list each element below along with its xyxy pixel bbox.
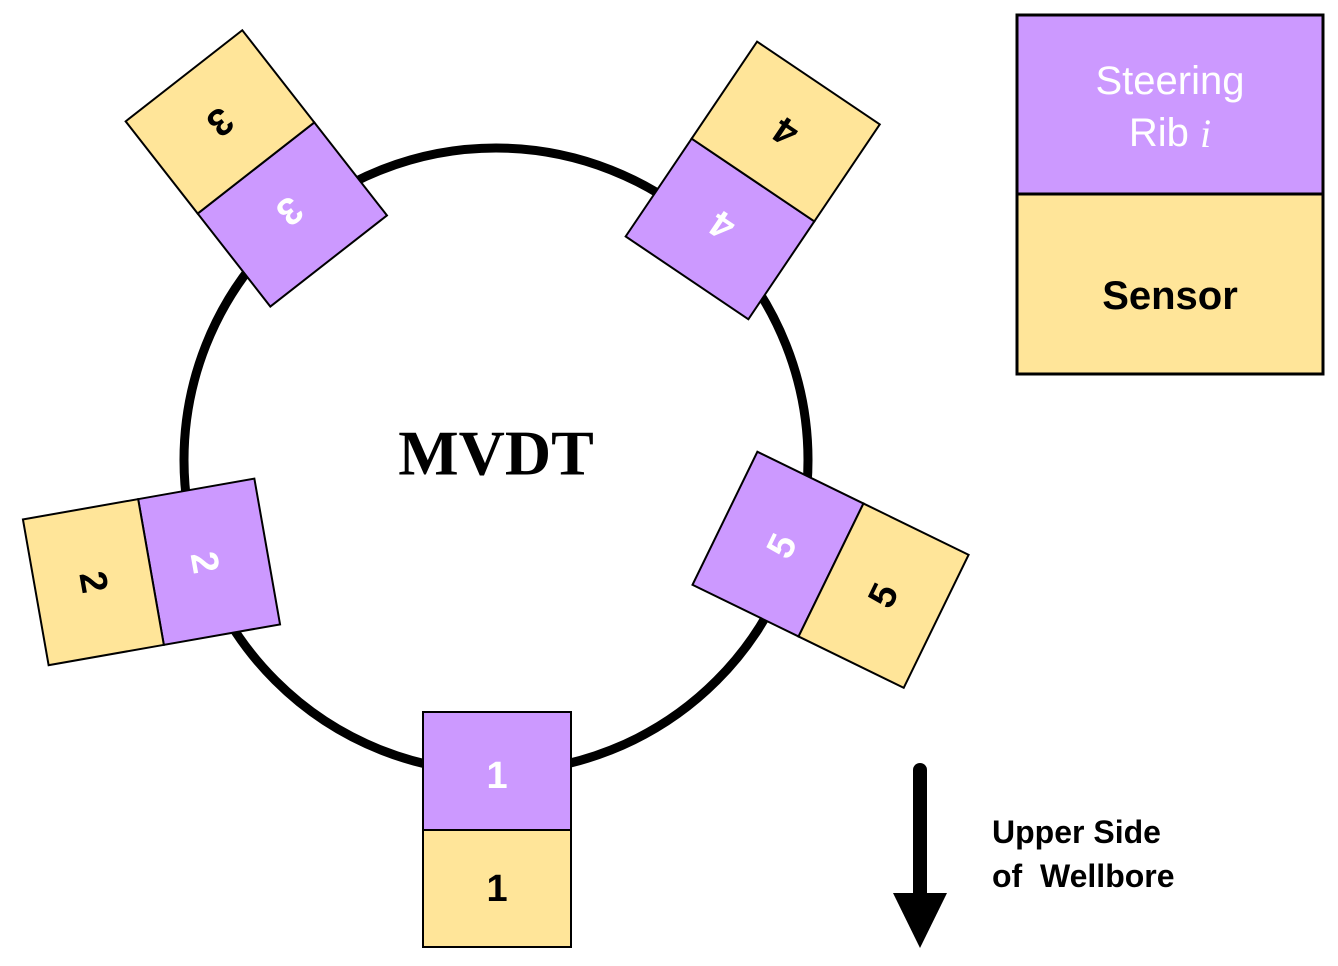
arrow-label-line1: Upper Side <box>992 814 1161 850</box>
legend: Steering Rib i Sensor <box>1015 13 1325 376</box>
sensor-2-box <box>21 497 166 667</box>
sensor-4-box <box>690 40 882 223</box>
legend-rib-line1: Steering <box>1096 59 1245 103</box>
legend-rib-swatch <box>1015 13 1325 196</box>
legend-sensor-label: Sensor <box>1102 274 1238 318</box>
legend-rib-line2: Rib i <box>1129 111 1211 156</box>
rib-2-group: 2 2 <box>21 477 282 667</box>
sensor-1-label: 1 <box>486 868 507 910</box>
center-label: MVDT <box>398 418 594 489</box>
rib-1-label: 1 <box>486 755 507 797</box>
rib-4-group: 4 4 <box>624 40 882 321</box>
legend-sensor-swatch <box>1015 192 1325 376</box>
legend-rib-word: Rib <box>1129 111 1200 155</box>
sensor-3-box <box>124 28 316 215</box>
rib-3-group: 3 3 <box>124 28 389 308</box>
legend-rib-index: i <box>1200 111 1211 156</box>
sensor-1-box <box>422 829 572 948</box>
arrow-down-icon <box>893 763 947 948</box>
rib-1-group: 1 1 <box>422 711 572 948</box>
rib-5-group: 5 5 <box>691 450 970 690</box>
arrow-label-line2: of Wellbore <box>992 858 1175 894</box>
sensor-5-box <box>797 502 970 690</box>
